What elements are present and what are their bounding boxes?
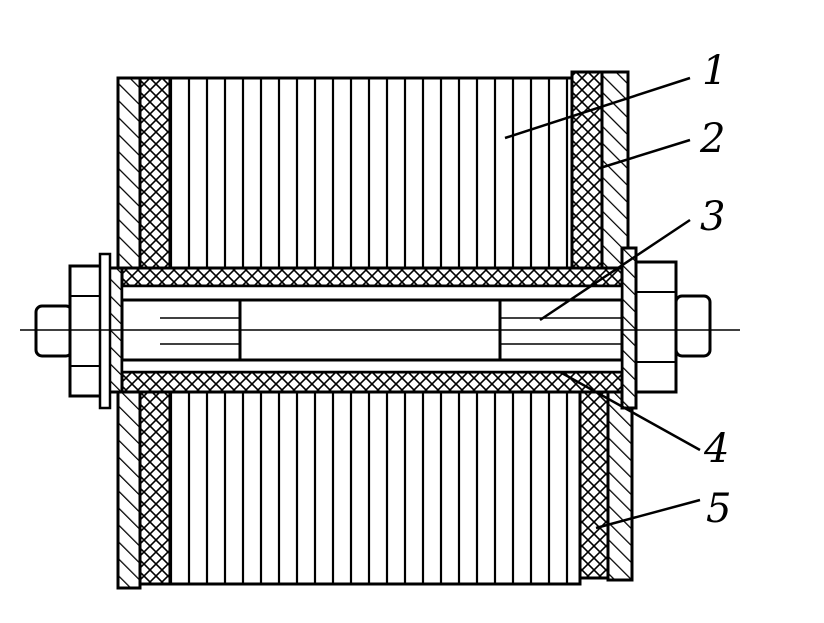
insulation-right-top: [570, 70, 604, 270]
callout-3: 3: [700, 194, 725, 240]
core-lamination-bottom: [168, 390, 582, 586]
leader-lines: [504, 76, 701, 530]
nut-left: [34, 252, 112, 410]
end-plate-right: [600, 70, 638, 582]
callout-2: 2: [699, 116, 725, 162]
callout-4: 4: [703, 426, 729, 472]
nut-right: [634, 260, 712, 394]
callout-5: 5: [706, 486, 731, 532]
insulating-tube: [120, 266, 624, 394]
insulation-right-bottom: [578, 390, 610, 580]
insulation-left-top: [138, 76, 172, 270]
insulation-left-bottom: [138, 390, 172, 586]
core-lamination-top: [168, 76, 574, 270]
callout-1: 1: [702, 48, 727, 94]
